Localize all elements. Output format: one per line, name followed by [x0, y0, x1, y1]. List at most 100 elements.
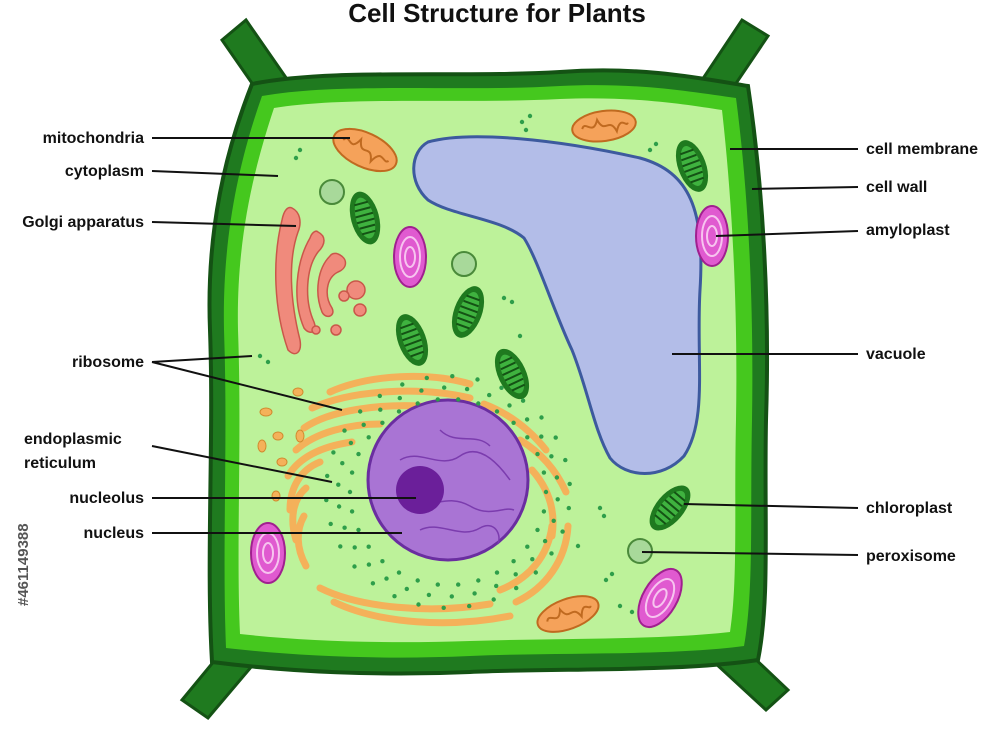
ribosome [416, 602, 421, 607]
ribosome [575, 543, 581, 549]
ribosome [530, 557, 535, 562]
chloroplast [451, 286, 485, 338]
ribosome [456, 397, 461, 402]
ribosome [404, 586, 409, 592]
ribosome [499, 385, 504, 390]
ribosome [517, 333, 523, 339]
ribosome [494, 570, 500, 575]
ribosome [541, 470, 547, 475]
ribosome [520, 398, 526, 403]
mitochondrion [536, 595, 600, 633]
ribosome [513, 572, 518, 577]
chloroplast [349, 191, 381, 245]
ribosome [347, 489, 353, 495]
leader-ribosome-b [151, 361, 343, 411]
ribosome [494, 409, 500, 414]
ribosome [524, 417, 530, 422]
ribosome [348, 440, 354, 446]
peroxisome [451, 251, 477, 277]
ribosome [396, 570, 402, 575]
leader-cell-wall [751, 186, 859, 190]
ribosome [265, 359, 271, 365]
ribosome [366, 435, 371, 440]
ribosome [456, 582, 461, 587]
label-ribosome: ribosome [72, 354, 144, 371]
label-golgi-apparatus: Golgi apparatus [22, 214, 144, 231]
ribosome [435, 582, 440, 587]
ribosome [525, 544, 530, 549]
leader-amyloplast [715, 230, 859, 237]
ribosome [338, 544, 343, 549]
ribosome [342, 428, 347, 433]
nucleolus [396, 466, 444, 514]
ribosome [435, 397, 440, 402]
ribosome [366, 562, 372, 567]
label-amyloplast: amyloplast [866, 222, 950, 239]
ribosome [560, 529, 565, 534]
mitochondrion [571, 109, 637, 143]
ribosome [342, 525, 347, 530]
diagram-title: Cell Structure for Plants [348, 0, 646, 28]
ribosome [328, 521, 333, 527]
label-cell-membrane: cell membrane [866, 141, 978, 158]
mitochondria-group [332, 109, 637, 633]
label-chloroplast: chloroplast [866, 500, 953, 517]
ribosome [392, 594, 397, 599]
ribosome [378, 407, 383, 412]
ribosome [617, 603, 623, 609]
ribosome [597, 505, 603, 511]
ribosome [535, 451, 540, 457]
ribosome [415, 578, 420, 583]
chloroplast-group [349, 140, 709, 531]
ribosome [396, 409, 402, 414]
chloroplast [675, 140, 709, 192]
ribosome [603, 577, 609, 583]
leader-er [151, 445, 333, 483]
ribosome [501, 295, 507, 301]
ribosome [370, 581, 376, 586]
ribosome [400, 382, 405, 387]
label-er-line2: reticulum [24, 455, 96, 472]
vacuole [412, 135, 703, 475]
label-cytoplasm: cytoplasm [65, 163, 144, 180]
ribosome [449, 594, 454, 599]
ribosome [426, 592, 432, 598]
ribosome [533, 570, 538, 575]
ribosome [297, 147, 303, 153]
mitochondrion [332, 127, 398, 173]
leader-cytoplasm [151, 170, 279, 177]
ribosome [450, 374, 455, 379]
ribosome [380, 559, 385, 564]
ribosome [539, 434, 544, 439]
chloroplast [395, 314, 429, 366]
ribosome [563, 457, 568, 463]
label-vacuole: vacuole [866, 346, 926, 363]
ribosome [554, 475, 560, 480]
ribosome [424, 375, 429, 381]
ribosome [415, 401, 420, 406]
ribosome [442, 385, 447, 390]
ribosome [325, 473, 330, 479]
ribosome [549, 551, 554, 556]
golgi-apparatus [275, 206, 367, 355]
ribosome [542, 538, 548, 544]
ribosome [336, 504, 342, 509]
ribosome [476, 578, 481, 583]
ribosome [352, 545, 357, 550]
ribosome [514, 585, 519, 591]
ribosome [380, 420, 385, 425]
ribosome [331, 450, 336, 455]
ribosome [511, 559, 516, 564]
ribosome [475, 377, 480, 382]
ribosome [539, 415, 544, 420]
peroxisome [319, 179, 345, 205]
ribosome [384, 576, 389, 581]
ribosome [467, 603, 472, 609]
ribosome [647, 147, 653, 153]
ribosome [541, 509, 547, 514]
ribosome [377, 393, 382, 399]
nucleus [366, 398, 530, 562]
ribosome [349, 470, 355, 475]
ribosome [553, 435, 558, 440]
